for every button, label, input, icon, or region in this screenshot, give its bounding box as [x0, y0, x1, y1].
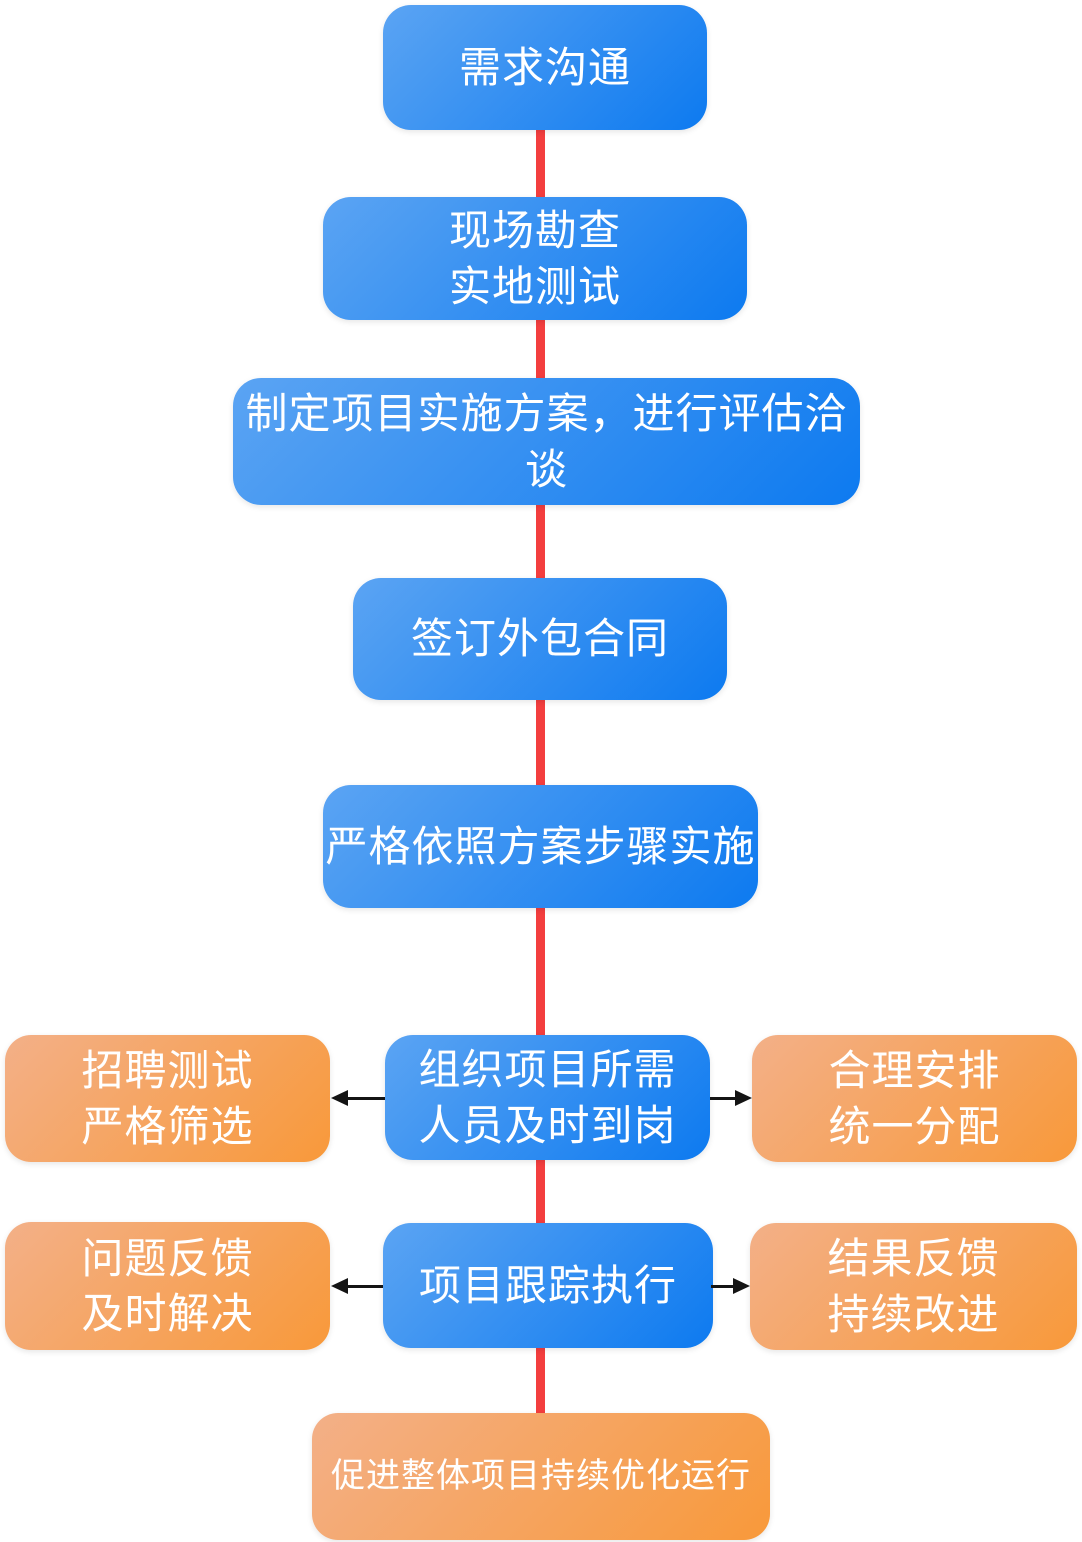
node-organize-project-staffing: 组织项目所需 人员及时到岗 — [385, 1035, 710, 1160]
arrow-left-head-icon — [331, 1090, 348, 1106]
node-problem-feedback-resolution: 问题反馈 及时解决 — [5, 1222, 330, 1350]
arrow-staffing-to-recruitment — [331, 1090, 385, 1106]
arrow-shaft — [710, 1097, 737, 1100]
arrow-right-head-icon — [735, 1090, 752, 1106]
node-site-survey-field-test: 现场勘查 实地测试 — [323, 197, 747, 320]
node-sign-outsourcing-contract: 签订外包合同 — [353, 578, 727, 700]
arrow-left-head-icon — [331, 1278, 348, 1294]
node-recruitment-screening: 招聘测试 严格筛选 — [5, 1035, 330, 1162]
node-project-tracking-execution: 项目跟踪执行 — [383, 1223, 713, 1348]
main-flow-connector-line — [536, 60, 545, 1416]
arrow-shaft — [346, 1285, 383, 1288]
node-arrangement-allocation: 合理安排 统一分配 — [752, 1035, 1077, 1162]
node-result-feedback-improvement: 结果反馈 持续改进 — [750, 1223, 1077, 1350]
arrow-shaft — [711, 1285, 735, 1288]
arrow-tracking-to-result-feedback — [711, 1278, 750, 1294]
node-strict-implementation: 严格依照方案步骤实施 — [323, 785, 758, 908]
node-continuous-optimization: 促进整体项目持续优化运行 — [312, 1413, 770, 1540]
node-requirement-communication: 需求沟通 — [383, 5, 707, 130]
arrow-shaft — [346, 1097, 385, 1100]
arrow-tracking-to-problem-feedback — [331, 1278, 383, 1294]
node-implementation-plan-evaluation: 制定项目实施方案，进行评估洽谈 — [233, 378, 860, 505]
arrow-right-head-icon — [733, 1278, 750, 1294]
arrow-staffing-to-allocation — [710, 1090, 752, 1106]
